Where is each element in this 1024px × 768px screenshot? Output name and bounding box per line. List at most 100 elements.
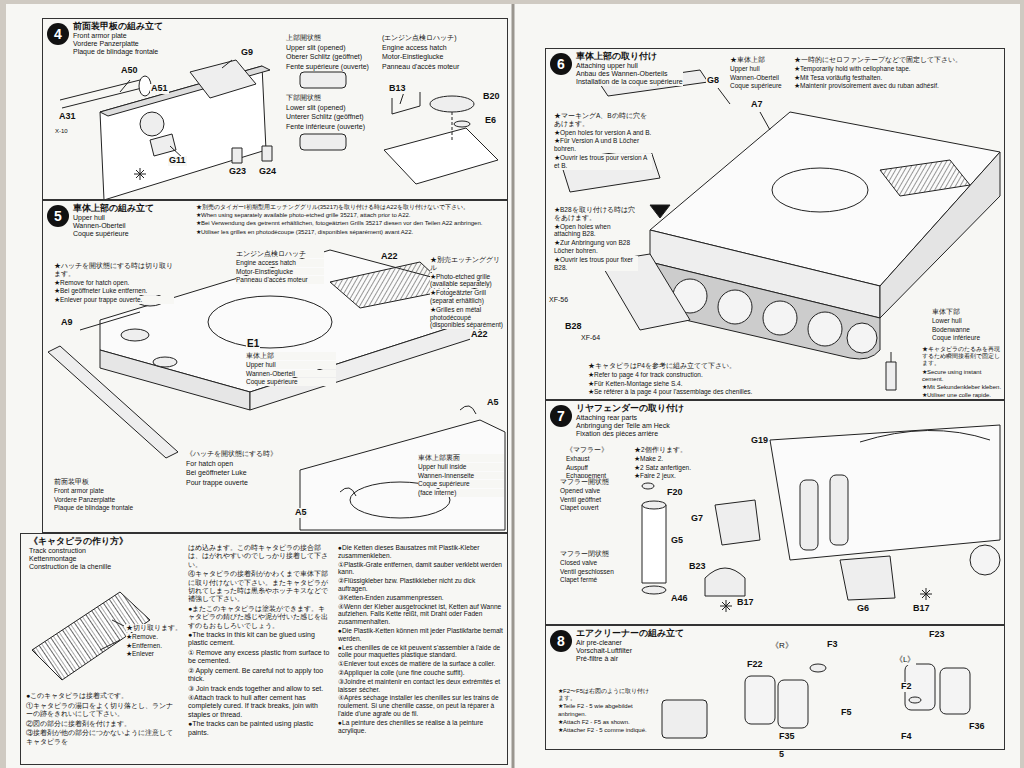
note-block: ★マーキングA、Bの時に穴をあけます。★Open holes for versi… xyxy=(554,112,652,171)
note-line: エンジン点検ロハッチ xyxy=(236,250,324,258)
part-number: F22 xyxy=(746,660,764,670)
part-number: F4 xyxy=(900,732,913,742)
note-line: 下部開状態 xyxy=(286,94,378,103)
note-line: (face interne) xyxy=(418,489,504,497)
drawing-part xyxy=(860,430,990,442)
note-line: Engine access hatch xyxy=(236,259,324,267)
note-block: ★ハッチを開状態にする時は切り取ります。★Remove for hatch op… xyxy=(54,262,174,305)
note-line: ④キャタピラの接着剤がかわくまで車体下部に取り付けないで下さい。またキャタピラが… xyxy=(188,570,330,604)
note-line: ★Faire 2 jeux. xyxy=(634,472,696,480)
drawing-part xyxy=(840,556,895,600)
drawing-part xyxy=(642,586,666,594)
heading-translation: Construction de la chenille xyxy=(29,563,128,571)
part-number: A22 xyxy=(380,252,399,262)
part-number: F5 xyxy=(840,708,853,718)
heading-translation: Anbringung der Teile am Heck xyxy=(576,422,684,430)
note-line: Panneau d'accès moteur xyxy=(236,276,324,284)
note-line: Pour trappe ouverte xyxy=(186,479,296,488)
drawing-part xyxy=(100,620,124,650)
note-text: X-10 xyxy=(54,128,69,135)
drawing-part xyxy=(208,296,332,348)
note-line: Auspuff xyxy=(566,464,628,472)
note-line: Upper slit (opened) xyxy=(286,44,378,53)
note-line: ★キャタピラはP4を参考に組み立てて下さい。 xyxy=(588,362,808,370)
note-block: ★キャタピラはP4を参考に組み立てて下さい。★Refer to page 4 f… xyxy=(588,362,808,397)
note-line: ★Refer to page 4 for track construction. xyxy=(588,371,808,379)
note-line: ④Attach track to hull after cement has c… xyxy=(188,694,330,719)
heading-translation: Installation de la coque supérieure xyxy=(576,78,683,86)
heading-translation: Plaque de blindage frontale xyxy=(73,48,163,56)
note-line: Coque supérieure xyxy=(418,480,504,488)
part-number: E1 xyxy=(246,338,260,349)
drawing-part xyxy=(232,148,242,163)
note-block: 《マフラー》ExhaustAuspuffEchappement xyxy=(566,446,628,481)
heading-translation: Pré-filtre à air xyxy=(576,655,684,663)
step-number-text: 7 xyxy=(557,408,565,424)
note-block: ★別売エッチンググリル★Photo-etched grille (availab… xyxy=(430,256,506,330)
note-line: ★別売エッチンググリル xyxy=(430,256,506,272)
note-line: Wannen-Oberteil xyxy=(730,74,790,82)
drawing-part xyxy=(300,72,346,88)
heading-translation: Air pre-cleaner xyxy=(576,639,684,647)
note-line: ★Ouvrir les trous pour version A et B. xyxy=(554,154,652,170)
note-line: ★Open holes when attaching B28. xyxy=(554,223,638,239)
note-line: ★2 Satz anfertigen. xyxy=(634,464,696,472)
note-line: Fente supérieure (ouverte) xyxy=(286,63,378,72)
note-line: Coque supérieure xyxy=(730,82,790,90)
part-number: G9 xyxy=(240,48,254,58)
step-number-text: 5 xyxy=(54,208,62,224)
note-line: ★Teile F2 - 5 wie abgebildet anbringen. xyxy=(558,703,654,717)
note-line: Upper hull xyxy=(246,361,336,369)
drawing-part xyxy=(891,352,892,362)
heading-translation: Fixation des pièces arrière xyxy=(576,430,684,438)
note-text: XF-64 xyxy=(580,334,601,342)
heading-translation: Track construction xyxy=(29,547,128,555)
part-number: A9 xyxy=(60,318,74,328)
note-line: はめ込みます。この時キャタピラの接合部は、はがれやすいのでしっかり接着して下さい… xyxy=(188,544,330,569)
part-number: G19 xyxy=(750,436,769,446)
note-block: エンジン点検ロハッチEngine access hatchMotor-Einst… xyxy=(236,250,324,285)
note-line: 《マフラー》 xyxy=(566,446,628,454)
note-block: ★別売のタイガーI初期型用エッチンググリル(35217)を取り付ける時はA22を… xyxy=(196,204,504,237)
part-number: B23 xyxy=(688,562,707,572)
note-line: Coque supérieure xyxy=(246,378,336,386)
drawing-part xyxy=(140,112,164,136)
note-line: ●La peinture des chenilles se réalise à … xyxy=(338,719,504,735)
part-number: A7 xyxy=(750,100,764,110)
drawing-part xyxy=(720,600,732,612)
note-block: 車体上部Upper hullWannen-OberteilCoque supér… xyxy=(246,352,336,387)
note-block: マフラー開状態Opened valveVentil geöffnetClapet… xyxy=(560,478,626,513)
note-line: ④Après séchage installer les chenilles s… xyxy=(338,694,504,717)
step-number: 6 xyxy=(550,53,572,75)
drawing-part xyxy=(454,121,470,127)
note-line: ①Plastik-Grate entfernen, damit sauber v… xyxy=(338,561,504,577)
drawing-part xyxy=(153,357,177,367)
note-line: ★別売のタイガーI初期型用エッチンググリル(35217)を取り付ける時はA22を… xyxy=(196,204,504,211)
heading-japanese: 車体上部の取り付け xyxy=(576,52,683,62)
drawing-part xyxy=(100,350,250,410)
drawing-part xyxy=(650,205,670,218)
heading-translation: Anbau des Wannen-Oberteils xyxy=(576,70,683,78)
drawing-part xyxy=(745,676,775,724)
part-number: B13 xyxy=(388,84,407,94)
drawing-part xyxy=(262,146,272,161)
part-number: F3 xyxy=(826,640,839,650)
drawing-part xyxy=(880,152,1000,318)
step-number: 7 xyxy=(550,405,572,427)
drawing-part xyxy=(80,312,476,496)
note-line: ★Remove for hatch open. xyxy=(54,279,174,287)
step-heading: 車体上部の組み立てUpper hullWannen-OberteilCoque … xyxy=(73,204,154,238)
note-line: ★車体上部 xyxy=(730,56,790,64)
note-line: ②Appliquer la colle (une fine couche suf… xyxy=(338,669,504,677)
heading-japanese: エアクリーナーの組み立て xyxy=(576,629,684,639)
drawing-part xyxy=(121,329,149,341)
note-block: ★車体上部Upper hullWannen-OberteilCoque supé… xyxy=(730,56,790,91)
note-line: 車体上部 xyxy=(246,352,336,360)
step-panel: リヤフェンダーの取り付けAttaching rear partsAnbringu… xyxy=(545,400,1005,625)
note-block: ★2個作ります。★Make 2.★2 Satz anfertigen.★Fair… xyxy=(634,446,696,481)
drawing-part xyxy=(642,501,666,509)
step-heading: 《キャタピラの作り方》Track constructionKettenmonta… xyxy=(29,537,128,571)
note-line: ★Maintenir provisoirement avec du ruban … xyxy=(794,82,999,90)
part-number: A31 xyxy=(58,112,77,122)
part-number: A5 xyxy=(294,508,308,518)
